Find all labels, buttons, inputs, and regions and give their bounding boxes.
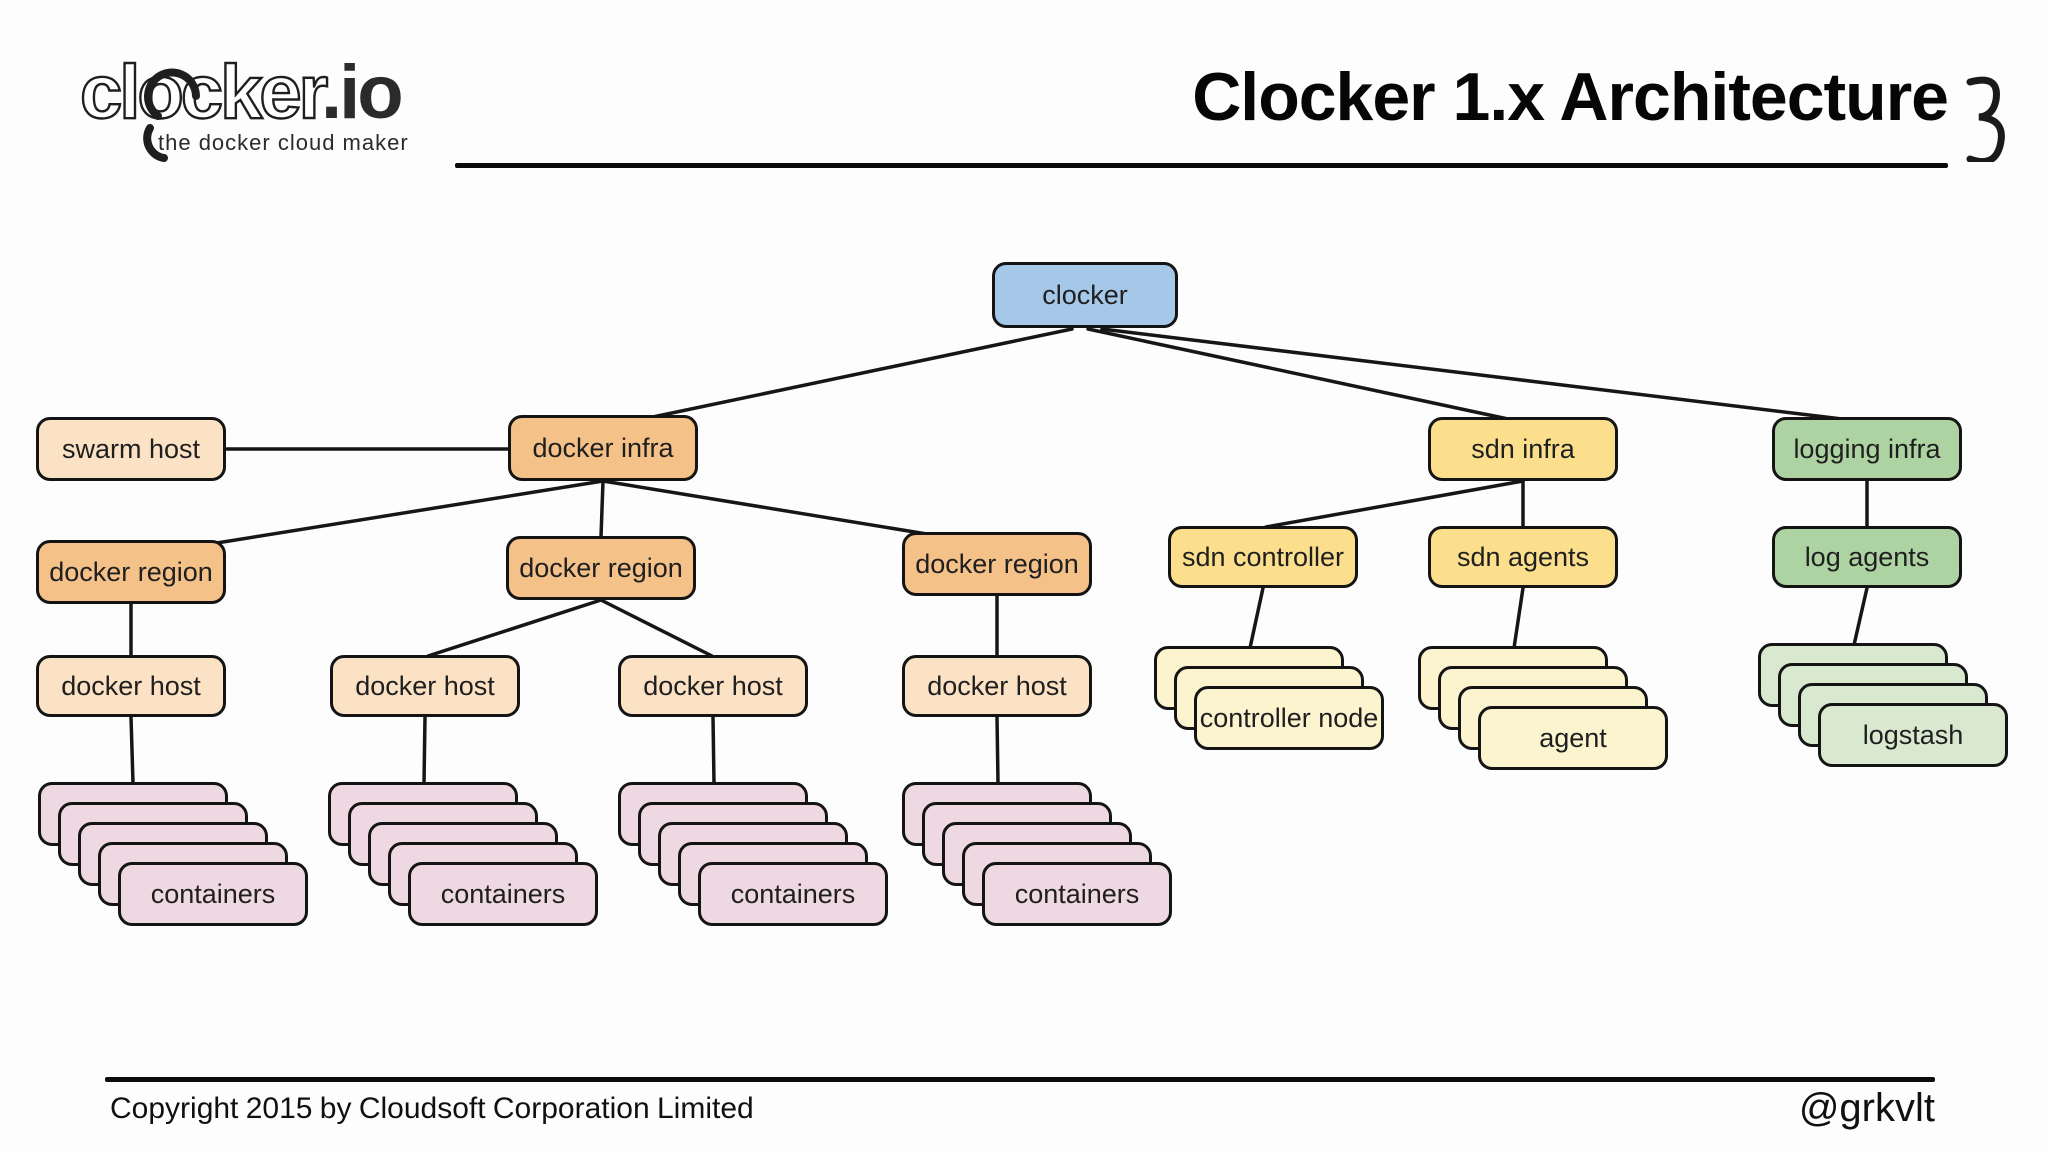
edge-5 [599, 479, 605, 539]
node-clocker: clocker [992, 262, 1178, 328]
containers-3-stack-front: containers [698, 862, 888, 926]
edge-6 [601, 479, 947, 539]
node-sdn-infra: sdn infra [1428, 417, 1618, 481]
containers-1-stack-front: containers [118, 862, 308, 926]
containers-4-stack-front: containers [982, 862, 1172, 926]
node-docker-infra: docker infra [508, 415, 698, 481]
footer-divider [105, 1077, 1935, 1082]
edge-4 [196, 479, 605, 548]
logo-wordmark: clocker.io [80, 50, 401, 135]
edge-2 [1100, 327, 1844, 421]
edge-15 [1264, 479, 1525, 529]
node-docker-host-4: docker host [902, 655, 1092, 717]
controller-node-stack-front: controller node [1194, 686, 1384, 750]
page-title: Clocker 1.x Architecture [1192, 59, 1949, 135]
edge-8 [426, 598, 603, 658]
node-swarm-host: swarm host [36, 417, 226, 481]
copyright-text: Copyright 2015 by Cloudsoft Corporation … [110, 1092, 754, 1125]
edge-0 [646, 327, 1074, 420]
edge-14 [995, 715, 1000, 785]
node-logging-infra: logging infra [1772, 417, 1962, 481]
title-swirl-icon [1966, 76, 2005, 162]
edge-20 [1852, 586, 1869, 647]
node-docker-host-2: docker host [330, 655, 520, 717]
logo-tagline: the docker cloud maker [158, 130, 409, 155]
logstash-stack-front: logstash [1818, 703, 2008, 767]
clocker-io-logo: clocker.io the docker cloud maker [79, 49, 409, 162]
agent-stack-front: agent [1478, 706, 1668, 770]
node-docker-host-1: docker host [36, 655, 226, 717]
containers-2-stack-front: containers [408, 862, 598, 926]
edge-11 [129, 715, 135, 785]
edge-12 [422, 715, 427, 785]
node-docker-region-2: docker region [506, 536, 696, 600]
twitter-handle: @grkvlt [1798, 1086, 1935, 1130]
edge-9 [599, 598, 714, 658]
node-sdn-agents: sdn agents [1428, 526, 1618, 588]
edge-17 [1248, 586, 1265, 650]
edge-13 [711, 715, 716, 785]
edge-18 [1512, 586, 1525, 650]
node-docker-region-3: docker region [902, 532, 1092, 596]
node-docker-region-1: docker region [36, 540, 226, 604]
title-underline [455, 163, 1948, 168]
node-sdn-controller: sdn controller [1168, 526, 1358, 588]
logo-cloud-swirl-icon [143, 68, 200, 162]
node-log-agents: log agents [1772, 526, 1962, 588]
node-docker-host-3: docker host [618, 655, 808, 717]
edge-1 [1086, 327, 1510, 421]
